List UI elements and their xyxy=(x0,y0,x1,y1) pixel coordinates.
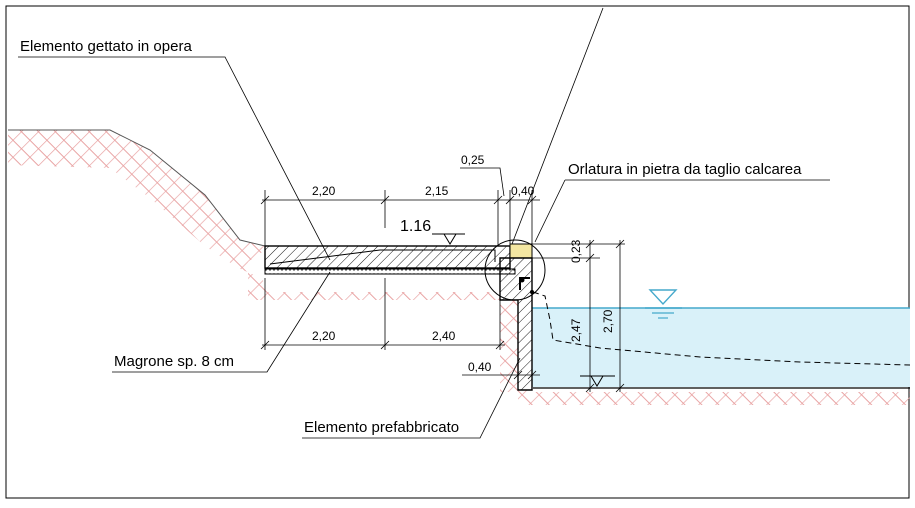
dim-bottom-1: 2,20 xyxy=(312,329,336,343)
vertical-dimension-chains xyxy=(530,239,625,393)
top-dimension-chain xyxy=(260,167,540,246)
dim-wall-height: 2,47 xyxy=(569,318,583,342)
water-body xyxy=(532,308,910,387)
dim-top-1: 2,20 xyxy=(312,184,336,198)
detail-circle xyxy=(484,239,546,301)
elevation-value: 1.16 xyxy=(400,218,431,235)
dim-bottom-2: 2,40 xyxy=(432,329,456,343)
elevation-marker-icon xyxy=(432,233,465,245)
stone-curb xyxy=(509,243,533,259)
dim-top-2: 2,15 xyxy=(425,184,449,198)
dim-wall-thickness: 0,40 xyxy=(468,360,492,374)
drawing-frame xyxy=(5,5,910,499)
dim-top-4: 0,40 xyxy=(511,184,535,198)
dim-total-height: 2,70 xyxy=(601,309,615,333)
leader-lines xyxy=(18,7,830,439)
dim-top-3: 0,25 xyxy=(461,153,485,167)
label-precast: Elemento prefabbricato xyxy=(304,419,459,436)
water-level-symbol xyxy=(645,289,682,319)
bed-level-marker-icon xyxy=(580,375,615,387)
seepage-line xyxy=(532,291,911,366)
label-stone-curb: Orlatura in pietra da taglio calcarea xyxy=(568,161,802,178)
label-cast-in-place: Elemento gettato in opera xyxy=(20,38,192,55)
cast-in-place-slab xyxy=(264,245,511,269)
lean-concrete-layer xyxy=(264,268,516,275)
soil-hatch xyxy=(8,129,910,405)
bottom-dimension-chain xyxy=(260,278,540,380)
label-lean-concrete: Magrone sp. 8 cm xyxy=(114,353,234,370)
dim-curb-height: 0,23 xyxy=(569,239,583,263)
